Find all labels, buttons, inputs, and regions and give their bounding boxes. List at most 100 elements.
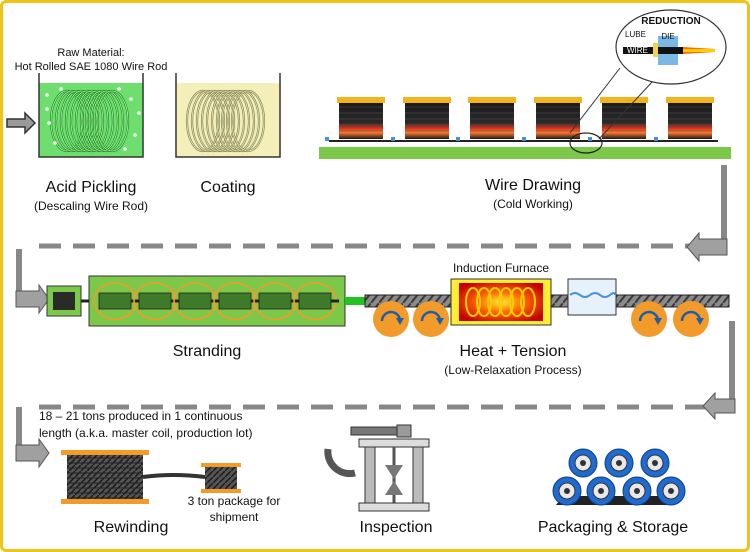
induction-furnace-label: Induction Furnace [452, 261, 550, 275]
raw-material-spec: Hot Rolled SAE 1080 Wire Rod [14, 61, 168, 73]
acid-coil-highlight [60, 90, 94, 152]
acid-bubble [137, 111, 141, 115]
tension-roller [673, 301, 709, 337]
wire-label: WIRE [627, 46, 648, 55]
acid-bubble [129, 97, 133, 101]
roller-arrowhead [696, 318, 704, 325]
packaging-title: Packaging & Storage [537, 519, 689, 536]
strand-package-hub [652, 460, 658, 466]
strand-unit-bobbin [138, 292, 172, 310]
drum-body [470, 103, 514, 139]
coating-coil-highlight [201, 90, 235, 152]
raw-material-label: Raw Material: [57, 47, 125, 59]
acid-bubble [117, 87, 121, 91]
roller-arrow [680, 310, 702, 322]
drum-top-flange [534, 97, 582, 103]
strand-package-hub [616, 460, 622, 466]
rewind-strand [142, 473, 206, 479]
package-note-line1: 3 ton package for [187, 494, 281, 508]
strand-package-hub [598, 488, 604, 494]
coating-coil-highlight [231, 90, 265, 152]
diagram-canvas [6, 9, 736, 512]
master-coil-note-line2: length (a.k.a. master coil, production l… [39, 426, 253, 440]
roller-arrow [638, 310, 660, 322]
coating-coil-highlight [186, 90, 220, 152]
reduction-title: REDUCTION [641, 16, 701, 27]
inspection-equipment [324, 424, 430, 512]
coating-coil-highlight [206, 90, 240, 152]
drum-top-flange [600, 97, 648, 103]
die-box [654, 137, 658, 141]
flow-connector-1 [15, 165, 728, 315]
package-reel [201, 463, 241, 493]
drum-top-flange [468, 97, 516, 103]
strand-unit-bobbin [98, 292, 132, 310]
acid-bubble [59, 87, 63, 91]
strand-package-hub [634, 488, 640, 494]
coating-coil-highlight [221, 90, 255, 152]
strand-unit-bobbin [218, 292, 252, 310]
acid-bubble [45, 107, 49, 111]
strand-unit-bobbin [178, 292, 212, 310]
roller-arrow [420, 310, 442, 322]
die-box [456, 137, 460, 141]
lube-label: LUBE [625, 30, 646, 39]
drum-body [339, 103, 383, 139]
heat-tension-title: Heat + Tension [459, 343, 567, 360]
cooling-box [567, 278, 617, 316]
acid-coil-highlight [70, 90, 104, 152]
die-box [325, 137, 329, 141]
strand-package-hub [668, 488, 674, 494]
wire-drawing-subtitle: (Cold Working) [493, 197, 573, 211]
strand-package-hub [564, 488, 570, 494]
die-box [391, 137, 395, 141]
drum-top-flange [403, 97, 451, 103]
tension-rollers [373, 301, 709, 337]
roller-arrowhead [396, 318, 404, 325]
tension-roller [631, 301, 667, 337]
input-arrow [6, 111, 37, 135]
furnace-coil-turn [509, 287, 525, 317]
furnace-coil-turn [498, 287, 514, 317]
induction-furnace [450, 278, 552, 326]
package-note-line2: shipment [209, 510, 259, 524]
strand-unit-bobbin [298, 292, 332, 310]
drum-body [536, 103, 580, 139]
strand-unit-bobbin [258, 292, 292, 310]
master-coil-note-line1: 18 – 21 tons produced in 1 continuous [39, 409, 243, 423]
acid-bubble [47, 121, 51, 125]
drum-body [405, 103, 449, 139]
coating-coil-highlight [226, 90, 260, 152]
wire-drawing-machine [319, 97, 731, 159]
acid-coil-highlight [75, 90, 109, 152]
furnace-coil-turn [520, 287, 536, 317]
coating-coil-highlight [216, 90, 250, 152]
drum-body [602, 103, 646, 139]
rewinding-title: Rewinding [93, 519, 169, 536]
acid-bubble [123, 147, 127, 151]
tension-roller [413, 301, 449, 337]
furnace-coil-turn [487, 287, 503, 317]
roller-arrowhead [654, 318, 662, 325]
stranding-title: Stranding [172, 343, 242, 360]
acid-coil-highlight [50, 90, 84, 152]
acid-pickling-subtitle: (Descaling Wire Rod) [33, 199, 149, 213]
coating-coil-highlight [191, 90, 225, 152]
acid-bubble [45, 93, 49, 97]
roller-arrowhead [436, 318, 444, 325]
inspection-title: Inspection [359, 519, 433, 536]
acid-bubble [53, 141, 57, 145]
furnace-coil-turn [465, 287, 481, 317]
coating-tank [175, 73, 281, 158]
acid-coil-highlight [55, 90, 89, 152]
acid-pickling-title: Acid Pickling [45, 179, 137, 196]
acid-coil-highlight [90, 90, 124, 152]
flow-connector-2 [15, 321, 736, 469]
wire-drawing-title: Wire Drawing [484, 177, 581, 194]
acid-coil-highlight [95, 90, 129, 152]
drum-top-flange [666, 97, 714, 103]
drum-body [668, 103, 712, 139]
heat-tension-subtitle: (Low-Relaxation Process) [444, 363, 582, 377]
drum-top-flange [337, 97, 385, 103]
